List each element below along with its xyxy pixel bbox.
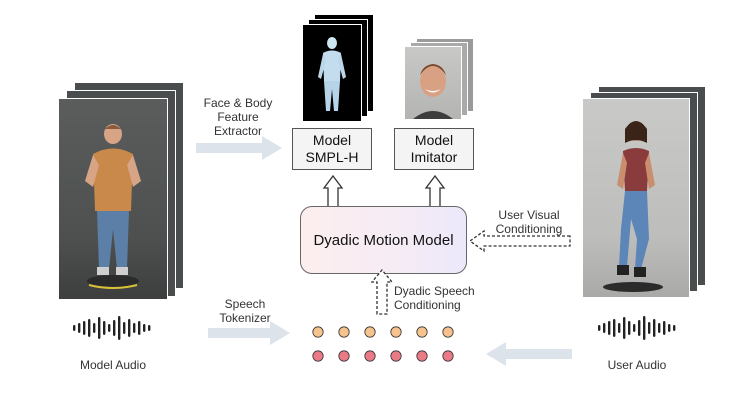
user-visual-conditioning-label: User Visual Conditioning <box>484 208 574 236</box>
waveform-bar <box>93 323 96 333</box>
waveform-bar <box>138 321 141 335</box>
smpl-render-frame <box>302 24 362 122</box>
user-audio-waveform-icon <box>598 316 676 340</box>
tokenizer-line2: Tokenizer <box>219 311 271 325</box>
tokenizer-line1: Speech <box>224 297 266 311</box>
dyadic-motion-model-label: Dyadic Motion Model <box>313 231 454 249</box>
waveform-bar <box>623 317 626 339</box>
speech-token-top <box>390 326 402 338</box>
waveform-bar <box>633 324 636 332</box>
speech-token-bottom <box>416 350 428 362</box>
speech-tokens <box>312 326 454 362</box>
waveform-bar <box>123 322 126 334</box>
waveform-bar <box>108 324 111 332</box>
model-video-stack <box>58 82 188 302</box>
waveform-bar <box>673 325 676 331</box>
extractor-line3: Extractor <box>213 124 262 138</box>
user-person-figure <box>603 121 663 292</box>
speech-token-bottom <box>312 350 324 362</box>
speech-token-top <box>312 326 324 338</box>
waveform-bar <box>113 320 116 336</box>
model-imitator-line2: Imitator <box>410 149 458 165</box>
waveform-bar <box>148 325 151 331</box>
model-audio-waveform-icon <box>73 316 151 340</box>
arrow-tokenizer <box>208 321 290 345</box>
waveform-bar <box>118 316 121 340</box>
waveform-bar <box>73 325 76 331</box>
extractor-line1: Face & Body <box>203 96 273 110</box>
visual-cond-line1: User Visual <box>498 208 560 222</box>
face-figure <box>413 64 453 119</box>
speech-tokenizer-label: Speech Tokenizer <box>200 297 290 325</box>
speech-cond-line2: Conditioning <box>394 298 461 312</box>
face-photo-frame <box>404 46 462 120</box>
waveform-bar <box>643 316 646 340</box>
waveform-bar <box>648 322 651 334</box>
face-photo-stack <box>404 38 474 120</box>
waveform-bar <box>133 323 136 333</box>
extractor-line2: Feature <box>217 110 259 124</box>
arrow-to-smplh <box>322 174 344 206</box>
arrow-user-audio <box>486 342 572 366</box>
model-audio-label: Model Audio <box>79 358 147 372</box>
speech-token-bottom <box>390 350 402 362</box>
speech-cond-line1: Dyadic Speech <box>394 284 475 298</box>
waveform-bar <box>88 319 91 337</box>
arrow-to-imitator <box>424 174 446 206</box>
speech-token-top <box>442 326 454 338</box>
speech-token-top <box>364 326 376 338</box>
model-person-frame <box>58 98 168 300</box>
waveform-bar <box>608 321 611 335</box>
model-smplh-box: Model SMPL-H <box>292 128 372 170</box>
waveform-bar <box>598 325 601 331</box>
arrow-visual-conditioning <box>468 229 571 253</box>
waveform-bar <box>663 321 666 335</box>
user-audio-label: User Audio <box>607 358 667 372</box>
speech-token-top <box>416 326 428 338</box>
waveform-bar <box>98 317 101 339</box>
model-person-figure <box>85 124 141 289</box>
speech-token-top <box>338 326 350 338</box>
visual-cond-line2: Conditioning <box>495 222 563 236</box>
user-person-frame <box>582 98 690 298</box>
smpl-render-stack <box>302 14 382 122</box>
face-body-extractor-label: Face & Body Feature Extractor <box>188 96 288 138</box>
model-smplh-line2: SMPL-H <box>305 149 359 165</box>
waveform-bar <box>668 324 671 332</box>
dyadic-speech-conditioning-label: Dyadic Speech Conditioning <box>394 284 494 312</box>
model-smplh-line1: Model <box>312 132 352 148</box>
user-video-stack <box>582 86 712 306</box>
waveform-bar <box>83 321 86 335</box>
waveform-bar <box>613 319 616 337</box>
smpl-body-figure <box>318 37 346 111</box>
arrow-speech-conditioning <box>370 268 394 315</box>
model-imitator-box: Model Imitator <box>394 128 474 170</box>
waveform-bar <box>103 321 106 335</box>
waveform-bar <box>78 323 81 333</box>
waveform-bar <box>653 319 656 337</box>
speech-token-bottom <box>364 350 376 362</box>
waveform-bar <box>638 320 641 336</box>
waveform-bar <box>603 323 606 333</box>
model-imitator-line1: Model <box>414 132 454 148</box>
waveform-bar <box>658 323 661 333</box>
waveform-bar <box>128 319 131 337</box>
waveform-bar <box>628 321 631 335</box>
waveform-bar <box>143 324 146 332</box>
speech-token-bottom <box>442 350 454 362</box>
dyadic-motion-model-box: Dyadic Motion Model <box>300 206 467 274</box>
waveform-bar <box>618 323 621 333</box>
speech-token-bottom <box>338 350 350 362</box>
arrow-extractor <box>196 136 282 160</box>
